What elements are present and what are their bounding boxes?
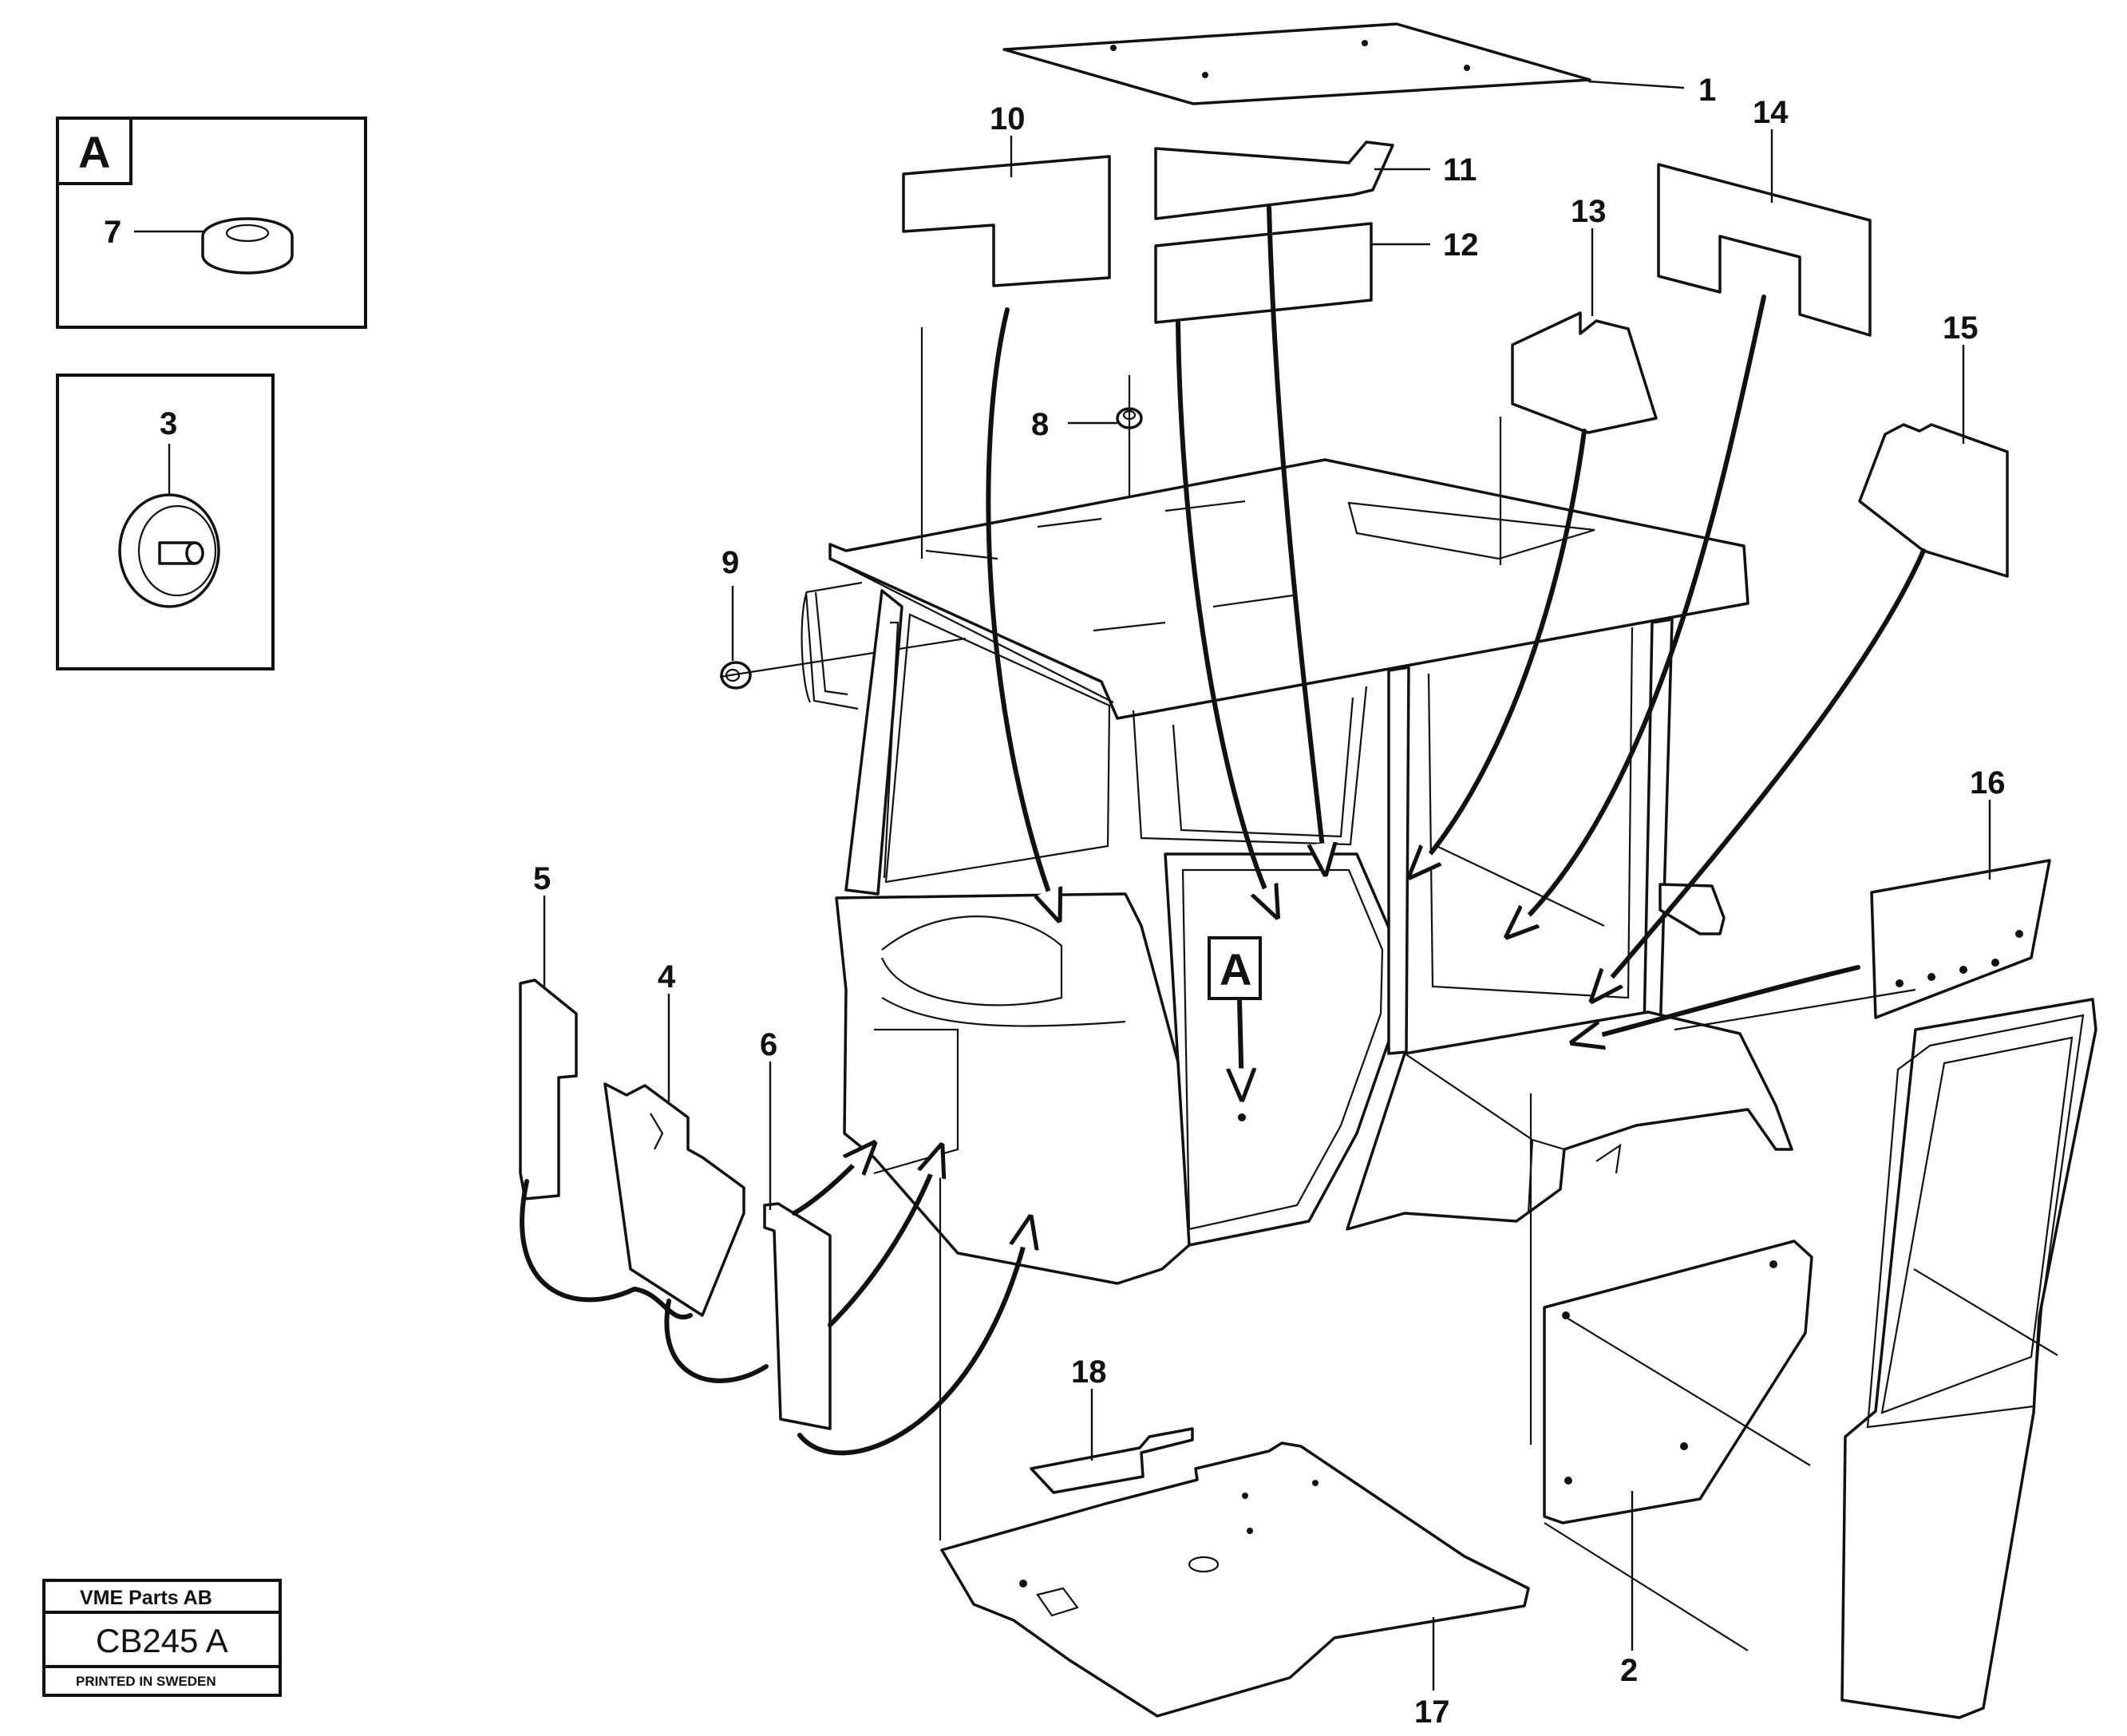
title-block-code: CB245 A (96, 1622, 228, 1659)
pad-part-15 (1858, 423, 2009, 578)
detail-a-letter: A (78, 127, 110, 177)
callout-1: 1 (1698, 73, 1716, 108)
pad-part-5 (519, 979, 578, 1200)
pad-part-14 (1657, 163, 1872, 337)
callout-10: 10 (990, 101, 1026, 136)
callout-2: 2 (1620, 1653, 1638, 1688)
floor-mat-part-17 (940, 1441, 1530, 1718)
callout-4: 4 (658, 959, 676, 995)
roof-panel-part-1 (1002, 22, 1591, 105)
callout-6: 6 (760, 1027, 777, 1062)
assembly-arrows (520, 205, 1926, 1456)
title-block-printed: PRINTED IN SWEDEN (76, 1674, 216, 1689)
pad-part-10 (902, 155, 1111, 287)
pad-part-6 (763, 1202, 832, 1430)
detail-a-box: A 7 (56, 117, 367, 329)
pad-part-13 (1511, 311, 1658, 434)
callout-5: 5 (533, 861, 551, 896)
title-block-company: VME Parts AB (80, 1587, 212, 1609)
callout-12: 12 (1443, 227, 1479, 263)
cab-door (1840, 998, 2097, 1719)
reference-a-letter: A (1220, 944, 1251, 995)
callout-18: 18 (1071, 1354, 1107, 1390)
clip-part-3 (118, 493, 220, 608)
callout-11: 11 (1443, 152, 1477, 188)
grommet-part-7 (201, 217, 294, 275)
callout-16: 16 (1970, 765, 2006, 801)
guide-line-2b (1544, 1522, 1749, 1651)
grommet-part-9 (720, 661, 752, 690)
title-block: VME Parts AB CB245 A PRINTED IN SWEDEN (42, 1579, 282, 1697)
pad-part-4 (603, 1082, 745, 1317)
callout-3: 3 (160, 406, 177, 441)
callout-7: 7 (104, 215, 121, 250)
cab-frame (801, 327, 1916, 1540)
callout-13: 13 (1571, 194, 1607, 229)
reference-a-marker: A (1208, 936, 1262, 1121)
callout-8: 8 (1031, 407, 1049, 442)
callout-14: 14 (1753, 95, 1789, 130)
pad-part-12 (1154, 222, 1373, 324)
axis-line-9 (719, 637, 967, 678)
pad-part-18 (1030, 1427, 1194, 1494)
leader-1 (1587, 80, 1685, 89)
callout-9: 9 (722, 545, 739, 580)
guide-line-2a (1562, 1315, 1811, 1466)
pad-part-11 (1154, 140, 1394, 220)
callout-15: 15 (1943, 310, 1979, 346)
pad-part-16 (1870, 859, 2051, 1019)
pad-part-2 (1543, 1240, 1813, 1524)
callout-17: 17 (1414, 1694, 1450, 1730)
detail-3-box: 3 (56, 374, 275, 670)
